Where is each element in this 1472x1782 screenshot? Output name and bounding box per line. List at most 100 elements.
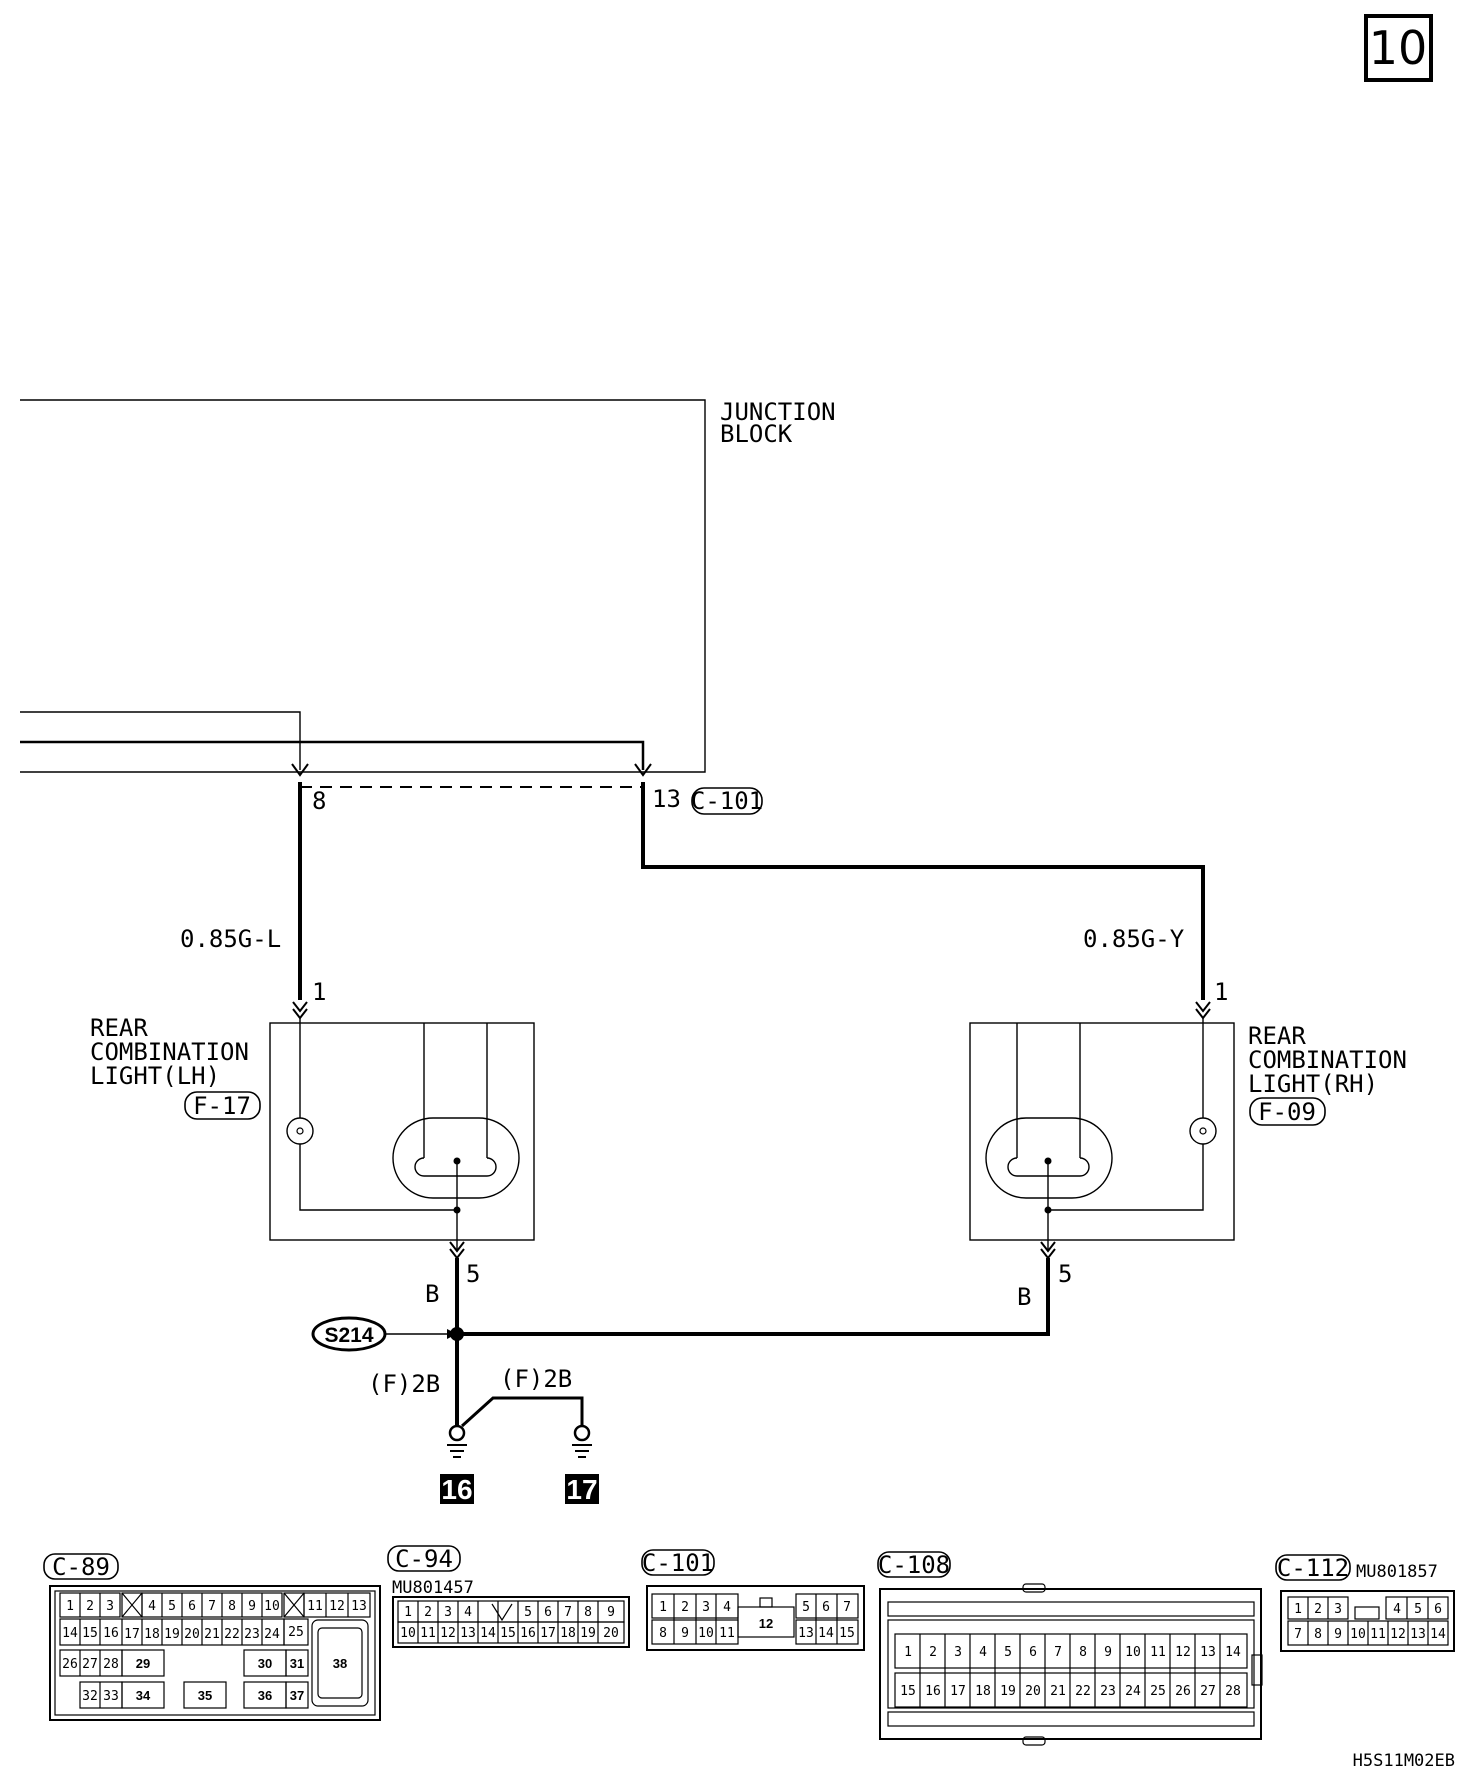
ground-symbol-16: 16 <box>440 1424 474 1505</box>
c101-face-label: C-101 <box>642 1549 714 1577</box>
svg-text:19: 19 <box>580 1626 596 1641</box>
svg-text:12: 12 <box>1175 1645 1191 1660</box>
svg-text:4: 4 <box>1393 1602 1401 1617</box>
svg-text:11: 11 <box>1370 1627 1386 1642</box>
svg-text:13: 13 <box>351 1599 367 1614</box>
svg-text:25: 25 <box>288 1625 304 1640</box>
svg-text:27: 27 <box>82 1657 98 1672</box>
svg-text:7: 7 <box>1294 1627 1302 1642</box>
f17-badge-label: F-17 <box>193 1092 251 1120</box>
svg-text:38: 38 <box>333 1656 347 1671</box>
svg-text:3: 3 <box>702 1600 710 1615</box>
rear-combination-light-rh: 1 <box>969 978 1235 1260</box>
svg-text:4: 4 <box>148 1599 156 1614</box>
svg-text:5: 5 <box>168 1599 176 1614</box>
svg-text:11: 11 <box>1150 1645 1166 1660</box>
svg-text:18: 18 <box>560 1626 576 1641</box>
svg-text:8: 8 <box>659 1626 667 1641</box>
svg-text:13: 13 <box>798 1626 814 1641</box>
c94-label: C-94 <box>395 1545 453 1573</box>
svg-text:14: 14 <box>1430 1627 1446 1642</box>
svg-text:6: 6 <box>544 1605 552 1620</box>
svg-text:25: 25 <box>1150 1684 1166 1699</box>
svg-text:12: 12 <box>440 1626 456 1641</box>
svg-text:7: 7 <box>1054 1645 1062 1660</box>
arrow-pin-8 <box>291 763 309 777</box>
svg-text:14: 14 <box>480 1626 496 1641</box>
svg-text:19: 19 <box>164 1627 180 1642</box>
svg-text:17: 17 <box>124 1627 140 1642</box>
c108-label: C-108 <box>878 1551 950 1579</box>
svg-text:6: 6 <box>188 1599 196 1614</box>
rh-ground-wire-color: B <box>1017 1283 1031 1311</box>
svg-text:8: 8 <box>1079 1645 1087 1660</box>
svg-text:2: 2 <box>424 1605 432 1620</box>
svg-text:2: 2 <box>929 1645 937 1660</box>
svg-text:9: 9 <box>248 1599 256 1614</box>
svg-text:24: 24 <box>264 1627 280 1642</box>
c101-badge-outline <box>691 787 763 815</box>
svg-text:5: 5 <box>524 1605 532 1620</box>
svg-text:13: 13 <box>460 1626 476 1641</box>
svg-text:13: 13 <box>1410 1627 1426 1642</box>
svg-text:20: 20 <box>184 1627 200 1642</box>
svg-text:37: 37 <box>290 1688 304 1703</box>
footer-code: H5S11M02EB <box>1353 1751 1455 1771</box>
pin-13-label: 13 <box>652 785 681 813</box>
svg-text:32: 32 <box>82 1689 98 1704</box>
wire-rh-feed <box>641 782 1205 1000</box>
ground-wire-right: (F)2B <box>500 1365 572 1393</box>
wire-rh-color: 0.85G-Y <box>1083 925 1185 953</box>
junction-internal-wire-1 <box>20 711 301 770</box>
rh-pin-1: 1 <box>1214 978 1228 1006</box>
svg-text:13: 13 <box>1200 1645 1216 1660</box>
svg-text:10: 10 <box>1350 1627 1366 1642</box>
svg-text:29: 29 <box>136 1656 150 1671</box>
rh-pin-5: 5 <box>1058 1260 1072 1288</box>
junction-internal-wire-2 <box>20 740 645 770</box>
svg-text:15: 15 <box>900 1684 916 1699</box>
svg-text:5: 5 <box>1004 1645 1012 1660</box>
c112-part: MU801857 <box>1356 1562 1438 1582</box>
lh-ground-wire-color: B <box>425 1280 439 1308</box>
ground-wire-left: (F)2B <box>368 1370 440 1398</box>
svg-text:10: 10 <box>264 1599 280 1614</box>
svg-text:15: 15 <box>82 1626 98 1641</box>
svg-text:26: 26 <box>62 1657 78 1672</box>
connector-face-c89: C-89 <box>43 1553 381 1721</box>
svg-text:12: 12 <box>759 1616 773 1631</box>
ground-16-label: 16 <box>441 1474 472 1505</box>
svg-text:5: 5 <box>802 1600 810 1615</box>
svg-text:1: 1 <box>904 1645 912 1660</box>
svg-text:15: 15 <box>839 1626 855 1641</box>
svg-text:17: 17 <box>540 1626 556 1641</box>
svg-text:14: 14 <box>62 1626 78 1641</box>
c101-badge-label: C-101 <box>691 787 763 815</box>
svg-text:21: 21 <box>204 1627 220 1642</box>
c89-label: C-89 <box>52 1553 110 1581</box>
svg-text:17: 17 <box>950 1684 966 1699</box>
c94-part: MU801457 <box>392 1578 474 1598</box>
f09-badge-label: F-09 <box>1258 1098 1316 1126</box>
c112-label: C-112 <box>1277 1554 1349 1582</box>
svg-text:4: 4 <box>979 1645 987 1660</box>
svg-text:2: 2 <box>1314 1602 1322 1617</box>
lh-pin-5: 5 <box>466 1260 480 1288</box>
svg-text:26: 26 <box>1175 1684 1191 1699</box>
svg-text:28: 28 <box>1225 1684 1241 1699</box>
svg-text:34: 34 <box>136 1688 151 1703</box>
svg-text:22: 22 <box>224 1627 240 1642</box>
svg-text:21: 21 <box>1050 1684 1066 1699</box>
svg-text:19: 19 <box>1000 1684 1016 1699</box>
svg-text:5: 5 <box>1414 1602 1422 1617</box>
svg-text:35: 35 <box>198 1688 212 1703</box>
svg-text:14: 14 <box>818 1626 834 1641</box>
lh-pin-1: 1 <box>312 978 326 1006</box>
svg-text:6: 6 <box>822 1600 830 1615</box>
svg-text:12: 12 <box>1390 1627 1406 1642</box>
rh-label-1: REAR <box>1248 1022 1306 1050</box>
svg-text:24: 24 <box>1125 1684 1141 1699</box>
svg-text:23: 23 <box>1100 1684 1116 1699</box>
